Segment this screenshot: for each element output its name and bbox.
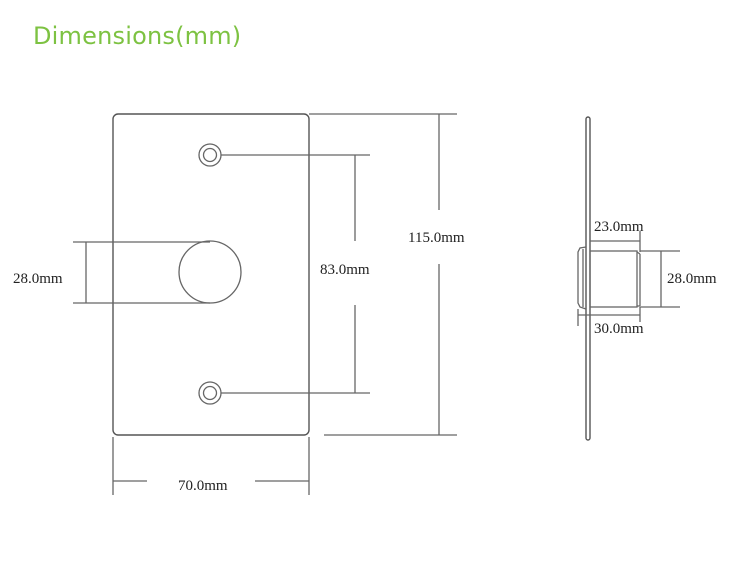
page-title: Dimensions(mm)	[33, 22, 242, 50]
body-length-label: 23.0mm	[594, 219, 644, 235]
screw-hole-bottom-icon	[198, 381, 222, 405]
side-view: 23.0mm 28.0mm 30.0mm	[577, 116, 717, 441]
total-depth-label: 30.0mm	[594, 321, 644, 337]
plate-width-label: 70.0mm	[178, 478, 228, 494]
button-body	[589, 250, 638, 308]
hole-spacing-label: 83.0mm	[320, 262, 370, 278]
button-circle	[178, 240, 242, 304]
front-view: 28.0mm 83.0mm 115.0mm 70.0mm	[13, 113, 465, 495]
button-cap	[577, 246, 587, 310]
body-diameter-label: 28.0mm	[667, 271, 717, 287]
button-diameter-label: 28.0mm	[13, 271, 63, 287]
plate-height-label: 115.0mm	[408, 230, 465, 246]
screw-hole-top-icon	[198, 143, 222, 167]
faceplate-outline	[112, 113, 310, 436]
